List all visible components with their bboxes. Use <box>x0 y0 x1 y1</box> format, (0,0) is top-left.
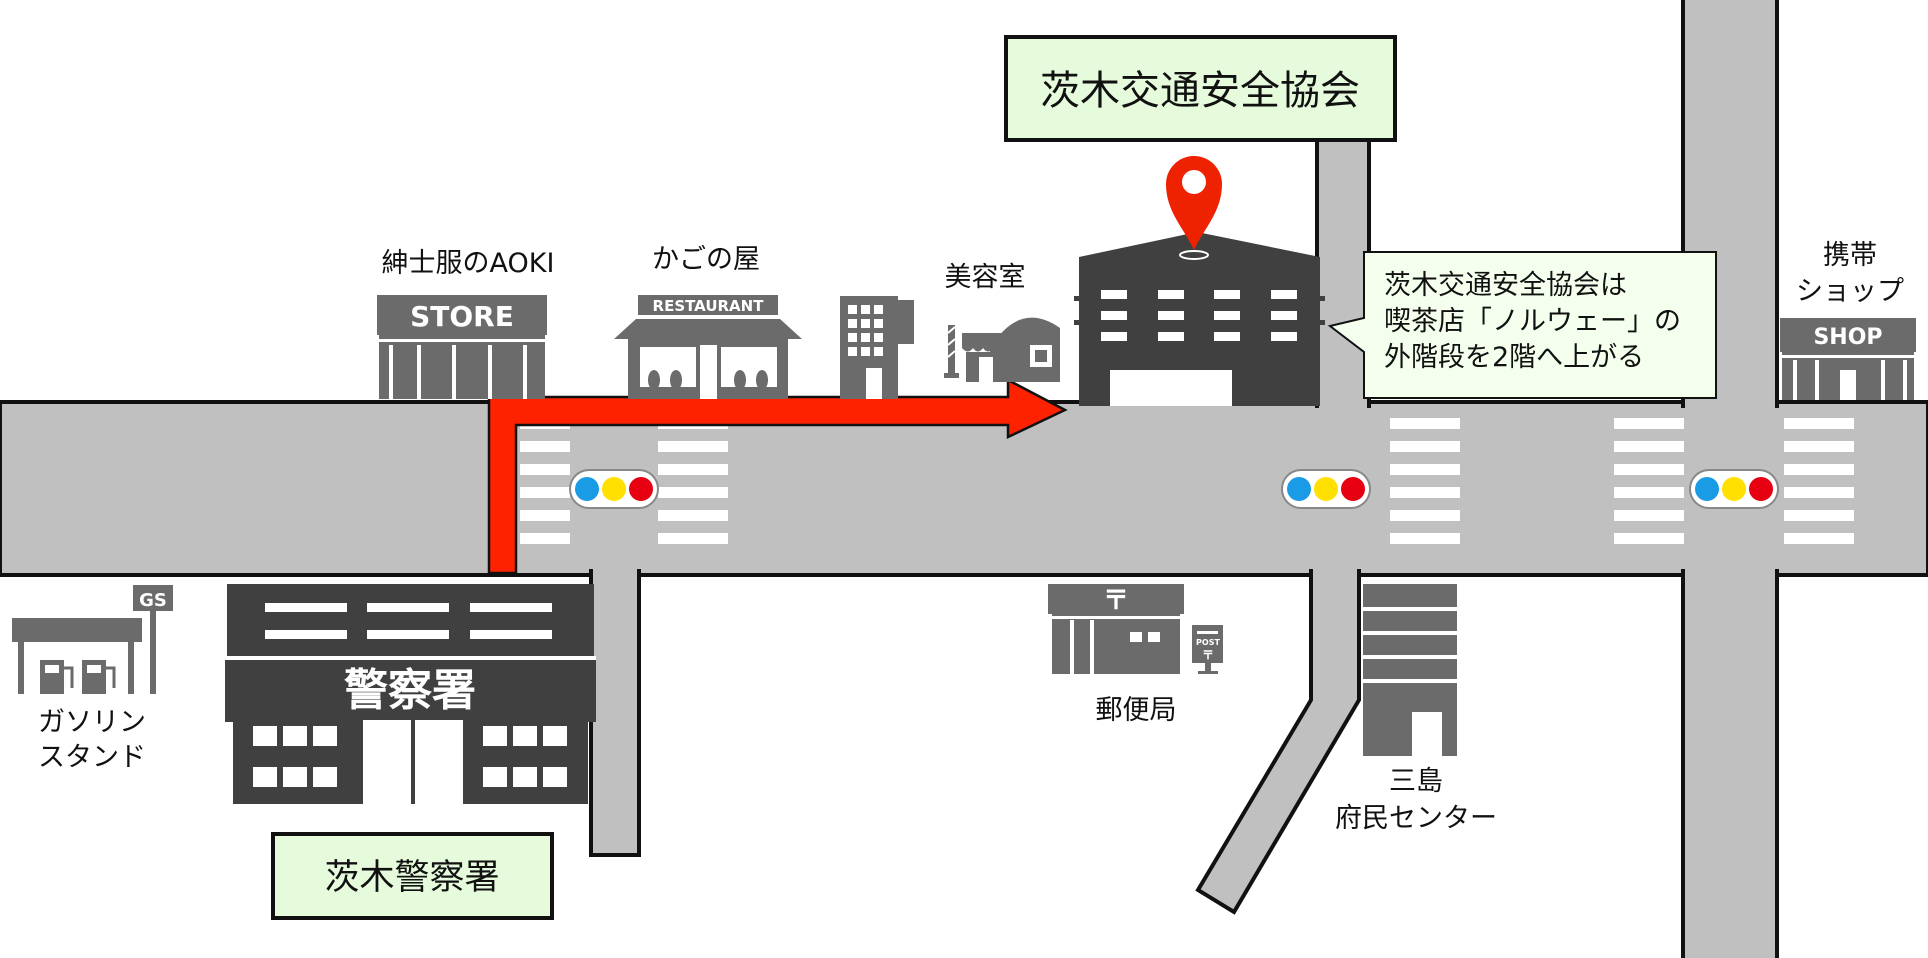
location-pin-icon <box>1166 156 1222 260</box>
restaurant-sign: RESTAURANT <box>653 297 765 315</box>
traffic-signal-3 <box>1689 469 1779 509</box>
police-caption: 茨木警察署 <box>324 858 499 898</box>
post-symbol: 〒 <box>1103 586 1129 616</box>
diagonal-street <box>1195 569 1361 915</box>
cross-street-south <box>1681 569 1779 958</box>
office-building-icon <box>840 296 914 399</box>
crosswalk-3 <box>1390 418 1460 544</box>
gas-sign: GS <box>139 590 167 611</box>
kagonoya-caption: かごの屋 <box>652 244 760 275</box>
center-caption-1: 三島 <box>1389 766 1443 797</box>
mobile-caption-2: ショップ <box>1796 276 1904 307</box>
destination-title: 茨木交通安全協会 <box>1040 68 1360 114</box>
mobile-shop-icon: SHOP <box>1780 318 1916 400</box>
destination-title-box <box>1004 35 1397 142</box>
center-caption-2: 府民センター <box>1335 803 1497 834</box>
callout-line-1: 茨木交通安全協会は <box>1384 270 1627 301</box>
aoki-sign: STORE <box>410 300 514 333</box>
post-box-symbol: 〒 <box>1202 648 1214 662</box>
police-sign-text: 警察署 <box>344 665 476 716</box>
traffic-signal-2 <box>1281 469 1371 509</box>
police-side-street <box>589 569 641 857</box>
post-office-caption: 郵便局 <box>1096 695 1177 726</box>
gas-caption-1: ガソリン <box>38 707 146 738</box>
post-box-label: POST <box>1196 638 1220 647</box>
aoki-store-icon: STORE <box>377 295 547 399</box>
callout-line-2: 喫茶店「ノルウェー」の <box>1384 306 1681 337</box>
gas-station-icon: GS <box>12 585 173 694</box>
destination-building-icon <box>1074 232 1325 406</box>
crosswalk-4 <box>1614 418 1684 544</box>
post-box-icon: POST 〒 <box>1192 625 1223 674</box>
restaurant-icon: RESTAURANT <box>614 295 802 399</box>
gas-caption-2: スタンド <box>38 742 146 773</box>
police-station-icon <box>225 584 596 804</box>
post-office-icon: 〒 <box>1048 584 1184 674</box>
mobile-caption-1: 携帯 <box>1823 240 1877 271</box>
police-caption-box <box>271 832 554 920</box>
destination-callout: 茨木交通安全協会は 喫茶店「ノルウェー」の 外階段を2階へ上がる <box>1327 251 1717 399</box>
beauty-salon-icon <box>944 317 1060 382</box>
traffic-signal-1 <box>569 469 659 509</box>
aoki-caption: 紳士服のAOKI <box>382 248 555 279</box>
callout-line-3: 外階段を2階へ上がる <box>1384 342 1644 373</box>
salon-caption: 美容室 <box>945 262 1026 293</box>
crosswalk-5 <box>1784 418 1854 544</box>
side-street-north <box>1315 124 1371 408</box>
mobile-shop-sign: SHOP <box>1813 325 1882 350</box>
citizens-center-icon <box>1363 584 1457 756</box>
